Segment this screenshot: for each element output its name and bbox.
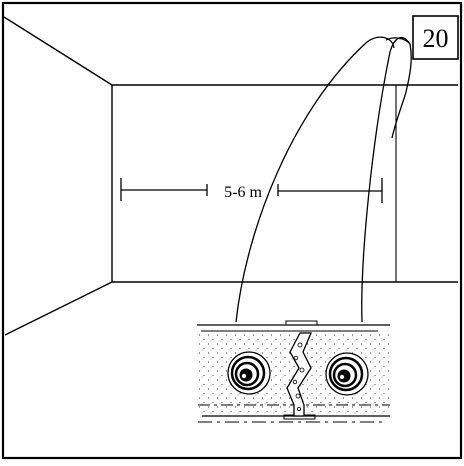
figure-number: 20: [423, 24, 449, 53]
distance-label: 5-6 m: [224, 184, 262, 201]
expansion-joint: [286, 332, 312, 417]
top-plate: [285, 320, 318, 326]
room-perspective: [3, 16, 458, 336]
joint-holes: [292, 342, 305, 411]
pipe-right: [325, 352, 369, 396]
pipe-left: [227, 351, 271, 395]
figure-number-box: [412, 15, 459, 60]
jet-arc-top-cap: [385, 37, 411, 45]
water-jet-arcs: [235, 36, 412, 323]
distance-marker: [120, 178, 383, 203]
wall-cross-section: [197, 320, 390, 423]
floor-edge-left: [4, 281, 113, 336]
ceiling-edge-left: [3, 16, 113, 86]
jet-arc-left: [235, 36, 395, 323]
